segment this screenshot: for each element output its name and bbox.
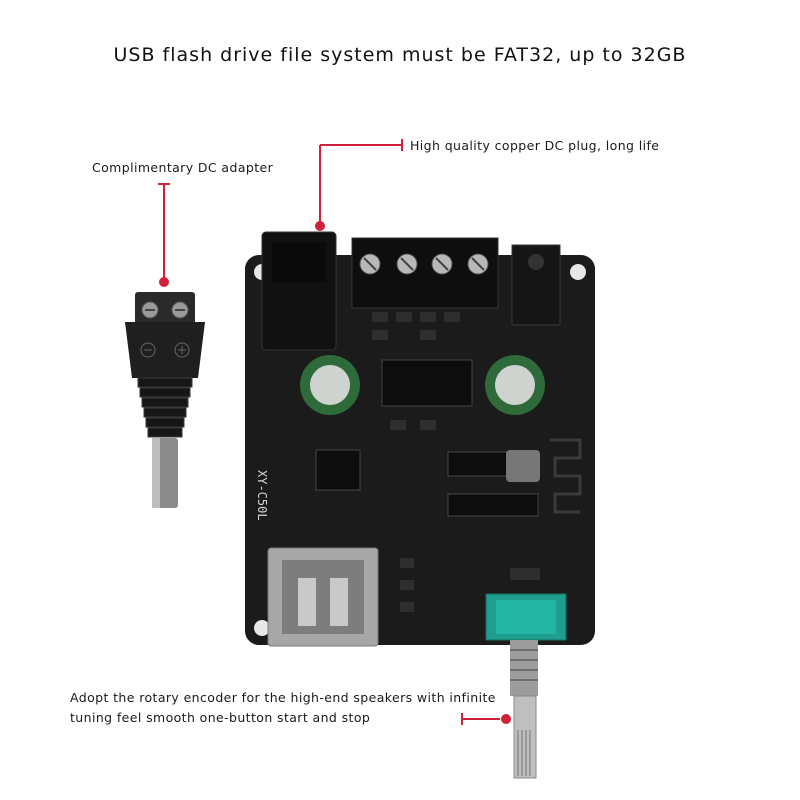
callout-rotary-encoder-line2: tuning feel smooth one-button start and … — [70, 710, 371, 725]
plus-icon — [174, 342, 190, 358]
capacitor-left — [300, 355, 360, 415]
usb-port — [267, 547, 379, 647]
dc-adapter — [125, 292, 205, 508]
mount-hole — [570, 264, 586, 280]
smd-components — [372, 312, 540, 612]
callout-dc-adapter: Complimentary DC adapter — [92, 160, 274, 175]
antenna-trace — [550, 438, 582, 514]
crystal — [506, 450, 540, 482]
pointer-dot-dc-plug — [315, 221, 325, 231]
mount-hole — [254, 620, 270, 636]
regulator-chip — [315, 449, 361, 491]
pointer-dot-dc-adapter — [159, 277, 169, 287]
pointer-dot-encoder — [501, 714, 511, 724]
amplifier-chip — [381, 359, 473, 407]
ic-chip — [447, 493, 539, 517]
rotary-encoder — [485, 593, 567, 779]
callout-rotary-encoder-line1: Adopt the rotary encoder for the high-en… — [70, 690, 496, 705]
callout-rotary-encoder: Adopt the rotary encoder for the high-en… — [70, 688, 500, 728]
page-title: USB flash drive file system must be FAT3… — [113, 44, 687, 66]
dc-adapter-ribbed-grip — [137, 377, 193, 438]
callout-pointers — [158, 139, 511, 725]
dc-adapter-body — [125, 322, 205, 378]
callout-dc-plug: High quality copper DC plug, long life — [410, 138, 660, 153]
board-model-label: XY-C50L — [255, 470, 269, 521]
amplifier-board: XY-C50L — [245, 231, 595, 779]
capacitor-right — [485, 355, 545, 415]
minus-icon — [140, 342, 156, 358]
